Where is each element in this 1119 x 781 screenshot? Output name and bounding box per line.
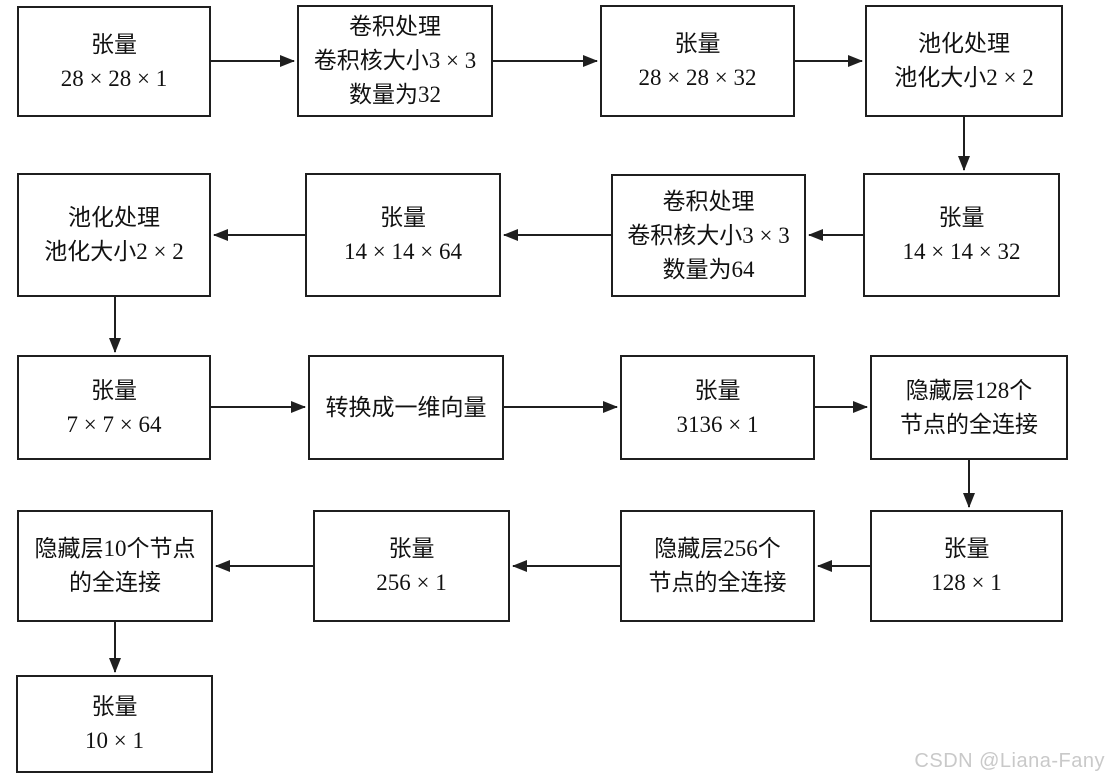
node-text-line: 隐藏层10个节点 xyxy=(34,536,196,561)
node-tensor-128x1: 张量 128 × 1 xyxy=(870,510,1063,622)
node-text-line: 数量为32 xyxy=(349,82,441,107)
node-text-line: 3136 × 1 xyxy=(676,411,759,437)
node-text-line: 256 × 1 xyxy=(376,570,447,595)
node-pool-2x2-first: 池化处理 池化大小2 × 2 xyxy=(865,5,1063,117)
node-text-line: 隐藏层256个 xyxy=(654,536,781,561)
node-text-line: 隐藏层128个 xyxy=(905,377,1033,403)
node-fc-10: 隐藏层10个节点 的全连接 xyxy=(17,510,213,622)
node-text-line: 张量 xyxy=(388,536,435,561)
node-text-line: 池化处理 xyxy=(918,31,1010,56)
node-tensor-7x7x64: 张量 7 × 7 × 64 xyxy=(17,355,211,460)
node-text-line: 张量 xyxy=(91,377,137,403)
node-fc-256: 隐藏层256个 节点的全连接 xyxy=(620,510,815,622)
node-text-line: 张量 xyxy=(938,205,985,230)
node-tensor-256x1: 张量 256 × 1 xyxy=(313,510,510,622)
node-tensor-28x28x1: 张量 28 × 28 × 1 xyxy=(17,6,211,117)
node-text-line: 10 × 1 xyxy=(85,728,144,753)
node-text-line: 张量 xyxy=(674,31,721,56)
node-text-line: 数量为64 xyxy=(662,256,755,282)
node-text-line: 28 × 28 × 32 xyxy=(638,65,757,90)
node-text-line: 张量 xyxy=(694,377,741,403)
node-text-line: 池化大小2 × 2 xyxy=(44,239,184,264)
node-text-line: 池化处理 xyxy=(68,205,160,230)
node-text-line: 14 × 14 × 32 xyxy=(902,239,1021,264)
node-text-line: 28 × 28 × 1 xyxy=(60,65,168,91)
node-text-line: 张量 xyxy=(91,31,137,57)
node-conv-64: 卷积处理 卷积核大小3 × 3 数量为64 xyxy=(611,174,806,297)
node-text-line: 池化大小2 × 2 xyxy=(894,65,1034,90)
node-text-line: 转换成一维向量 xyxy=(325,394,487,420)
node-tensor-3136x1: 张量 3136 × 1 xyxy=(620,355,815,460)
node-text-line: 7 × 7 × 64 xyxy=(66,411,162,437)
node-text-line: 张量 xyxy=(380,205,426,230)
node-flatten: 转换成一维向量 xyxy=(308,355,504,460)
node-text-line: 张量 xyxy=(91,694,138,719)
node-text-line: 128 × 1 xyxy=(931,570,1002,595)
node-text-line: 14 × 14 × 64 xyxy=(344,239,462,264)
node-tensor-14x14x64: 张量 14 × 14 × 64 xyxy=(305,173,501,297)
node-tensor-10x1: 张量 10 × 1 xyxy=(16,675,213,773)
node-text-line: 卷积处理 xyxy=(349,14,441,39)
node-text-line: 节点的全连接 xyxy=(900,411,1038,437)
node-text-line: 张量 xyxy=(943,536,990,561)
node-conv-32: 卷积处理 卷积核大小3 × 3 数量为32 xyxy=(297,5,493,117)
node-tensor-14x14x32: 张量 14 × 14 × 32 xyxy=(863,173,1060,297)
node-text-line: 卷积处理 xyxy=(662,188,755,214)
node-text-line: 的全连接 xyxy=(69,570,161,595)
node-text-line: 卷积核大小3 × 3 xyxy=(627,222,790,248)
node-text-line: 节点的全连接 xyxy=(648,570,787,595)
node-fc-128: 隐藏层128个 节点的全连接 xyxy=(870,355,1068,460)
node-tensor-28x28x32: 张量 28 × 28 × 32 xyxy=(600,5,795,117)
csdn-watermark: CSDN @Liana-Fany xyxy=(914,750,1105,772)
node-pool-2x2-second: 池化处理 池化大小2 × 2 xyxy=(17,173,211,297)
node-text-line: 卷积核大小3 × 3 xyxy=(313,48,477,73)
